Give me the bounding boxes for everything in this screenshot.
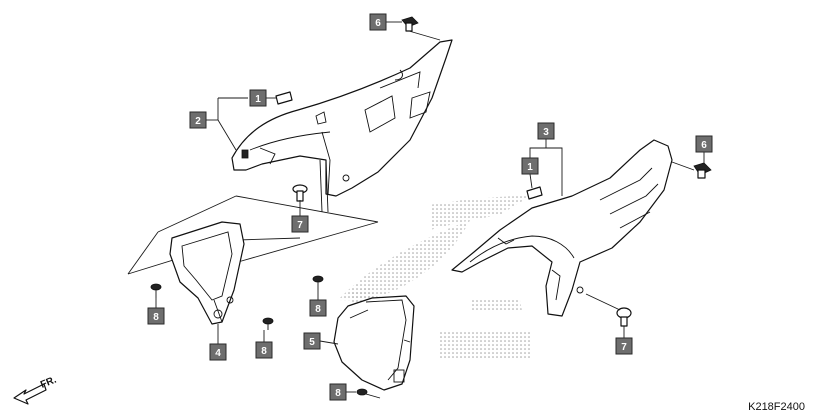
assembly-guide-lines — [127, 195, 379, 275]
callout-3: 3 — [537, 122, 555, 140]
callout-7-left: 7 — [291, 215, 309, 233]
callout-label: 5 — [309, 337, 315, 348]
callout-label: 3 — [543, 127, 549, 138]
callout-label: 1 — [527, 162, 533, 173]
callout-label: 8 — [261, 346, 267, 357]
right-side-cover — [451, 139, 673, 317]
callout-8-left-a: 8 — [147, 307, 165, 325]
clip-1-right — [526, 186, 543, 200]
front-lower-cover — [333, 295, 415, 391]
callout-8-front-a: 8 — [309, 299, 327, 317]
left-inner-cover — [169, 221, 245, 325]
callout-8-front-b: 8 — [329, 383, 347, 401]
callout-6-right: 6 — [695, 135, 713, 153]
diagram-code: K218F2400 — [748, 401, 805, 413]
callout-label: 8 — [153, 312, 159, 323]
callout-label: 2 — [195, 116, 201, 127]
left-side-cover — [231, 39, 453, 213]
screw-8-left-b — [262, 317, 274, 330]
callout-1-upper: 1 — [249, 89, 267, 107]
callout-label: 6 — [701, 140, 707, 151]
screw-8-front-a — [312, 275, 324, 290]
callout-label: 1 — [255, 94, 261, 105]
callout-label: 4 — [215, 348, 221, 359]
callout-6-upper: 6 — [369, 13, 387, 31]
callout-2: 2 — [189, 111, 207, 129]
bolt-6-right — [671, 161, 712, 179]
callout-label: 7 — [297, 220, 303, 231]
callout-7-right: 7 — [615, 337, 633, 355]
screw-8-left-a — [150, 283, 162, 298]
screw-7-left — [292, 184, 308, 214]
front-direction-arrow: FR. — [13, 374, 58, 405]
direction-label: FR. — [39, 374, 58, 390]
screw-8-front-b — [356, 388, 381, 399]
callout-8-left-b: 8 — [255, 341, 273, 359]
clip-1-upper — [275, 91, 293, 105]
bolt-6-upper — [401, 16, 441, 41]
callout-5: 5 — [303, 332, 321, 350]
callout-label: 6 — [375, 18, 381, 29]
screw-7-right — [585, 293, 632, 327]
callout-label: 7 — [621, 342, 627, 353]
callout-1-right: 1 — [521, 157, 539, 175]
callout-label: 8 — [335, 388, 341, 399]
callout-4: 4 — [209, 343, 227, 361]
callout-label: 8 — [315, 304, 321, 315]
